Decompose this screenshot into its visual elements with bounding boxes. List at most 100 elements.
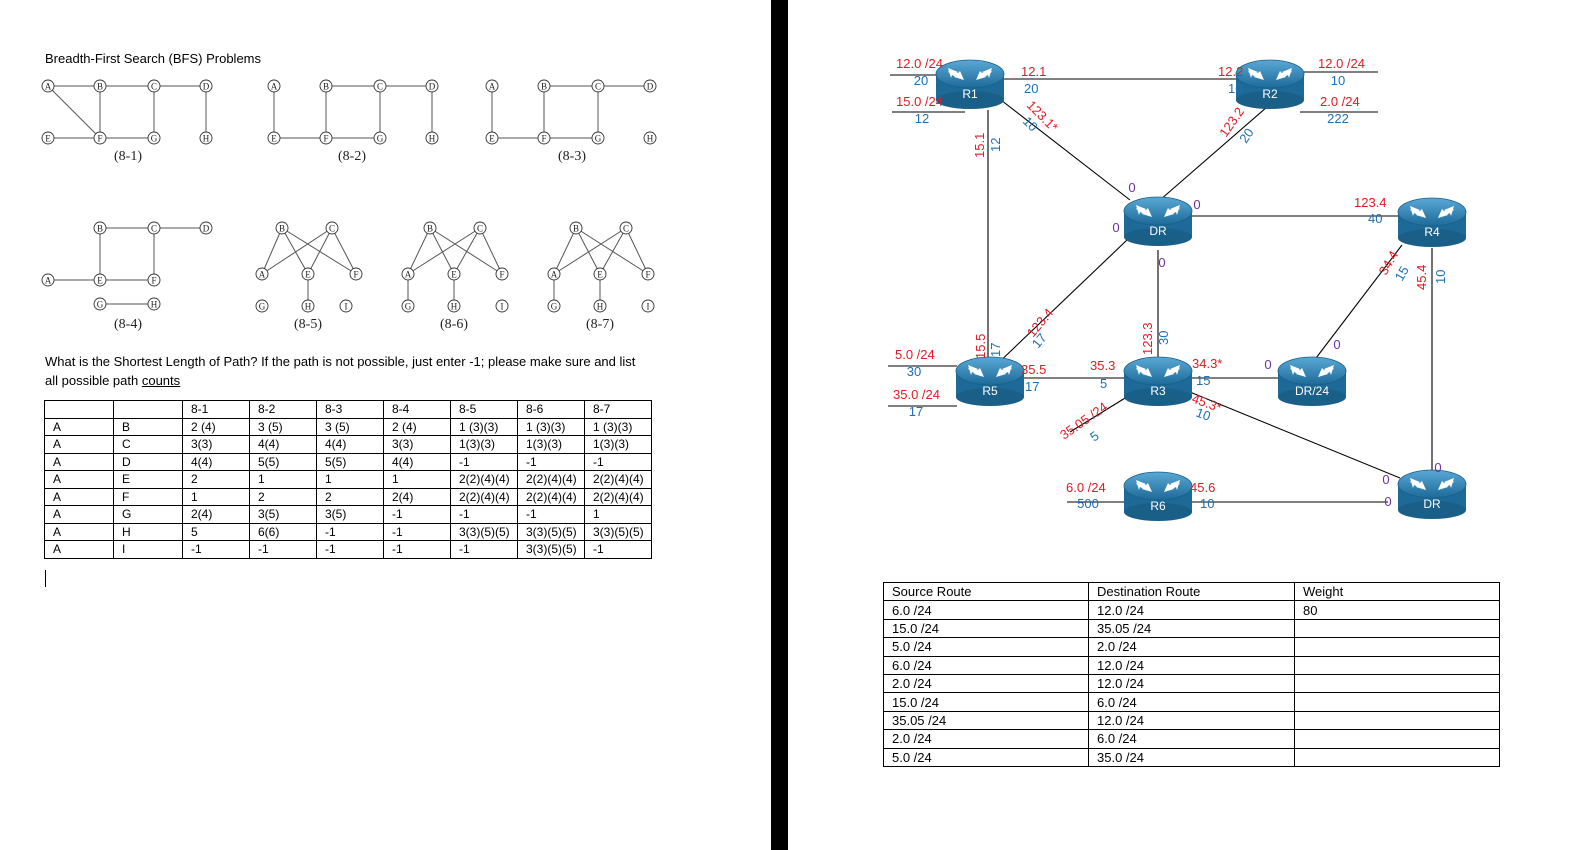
table-cell[interactable]: 5(5)	[316, 452, 384, 471]
header-cell[interactable]: 8-1	[182, 400, 250, 419]
table-cell[interactable]: 2(4)	[383, 487, 451, 506]
table-cell[interactable]: 1(3)(3)	[584, 435, 652, 454]
table-cell[interactable]: -1	[584, 540, 652, 559]
header-cell[interactable]: 8-7	[584, 400, 652, 419]
router-dr-center[interactable]: DR	[1123, 196, 1193, 246]
table-cell[interactable]: 2	[316, 487, 384, 506]
table-cell[interactable]: -1	[450, 452, 518, 471]
table-cell[interactable]: 4(4)	[182, 452, 250, 471]
table-cell[interactable]: 1	[383, 470, 451, 489]
table-cell[interactable]: 2(2)(4)(4)	[450, 487, 518, 506]
table-cell[interactable]: 3(3)	[182, 435, 250, 454]
table-cell[interactable]: -1	[584, 452, 652, 471]
table-cell[interactable]: 6(6)	[249, 522, 317, 541]
header-cell[interactable]: 8-6	[517, 400, 585, 419]
route-header-cell[interactable]: Source Route	[883, 581, 1089, 602]
router-r2[interactable]: R2	[1235, 59, 1305, 109]
table-cell[interactable]: 3(3)(5)(5)	[584, 522, 652, 541]
table-cell[interactable]: I	[113, 540, 183, 559]
table-cell[interactable]: 1	[182, 487, 250, 506]
table-cell[interactable]: 2(2)(4)(4)	[584, 470, 652, 489]
table-cell[interactable]: 3 (5)	[316, 417, 384, 436]
table-cell[interactable]: A	[44, 470, 114, 489]
table-cell[interactable]: 3 (5)	[249, 417, 317, 436]
route-cell[interactable]	[1294, 692, 1500, 712]
route-cell[interactable]: 12.0 /24	[1088, 655, 1295, 675]
route-cell[interactable]: 6.0 /24	[883, 655, 1089, 675]
route-cell[interactable]: 2.0 /24	[883, 673, 1089, 694]
table-cell[interactable]: B	[113, 417, 183, 436]
table-cell[interactable]: 3(3)(5)(5)	[450, 522, 518, 541]
route-cell[interactable]: 15.0 /24	[883, 618, 1089, 639]
route-cell[interactable]: 6.0 /24	[1088, 729, 1295, 749]
table-cell[interactable]: H	[113, 522, 183, 541]
table-cell[interactable]: -1	[517, 452, 585, 471]
table-cell[interactable]: E	[113, 470, 183, 489]
table-cell[interactable]: 1 (3)(3)	[584, 417, 652, 436]
table-cell[interactable]: 3(3)	[383, 435, 451, 454]
table-cell[interactable]: 1	[249, 470, 317, 489]
route-cell[interactable]	[1294, 618, 1500, 639]
table-cell[interactable]: 2(2)(4)(4)	[517, 487, 585, 506]
route-header-cell[interactable]: Weight	[1294, 581, 1500, 602]
table-cell[interactable]: -1	[316, 540, 384, 559]
table-cell[interactable]: 1	[316, 470, 384, 489]
header-cell[interactable]	[113, 400, 183, 419]
route-cell[interactable]	[1294, 637, 1500, 657]
table-cell[interactable]: 2 (4)	[383, 417, 451, 436]
table-cell[interactable]: 2 (4)	[182, 417, 250, 436]
table-cell[interactable]: -1	[182, 540, 250, 559]
table-cell[interactable]: F	[113, 487, 183, 506]
route-cell[interactable]: 12.0 /24	[1088, 600, 1295, 620]
table-cell[interactable]: -1	[383, 540, 451, 559]
route-cell[interactable]	[1294, 673, 1500, 694]
table-cell[interactable]: 4(4)	[249, 435, 317, 454]
table-cell[interactable]: -1	[450, 540, 518, 559]
route-cell[interactable]: 5.0 /24	[883, 637, 1089, 657]
route-cell[interactable]	[1294, 747, 1500, 767]
header-cell[interactable]: 8-3	[316, 400, 384, 419]
table-cell[interactable]: -1	[383, 522, 451, 541]
router-r5[interactable]: R5	[955, 356, 1025, 406]
route-cell[interactable]	[1294, 655, 1500, 675]
table-cell[interactable]: 2(2)(4)(4)	[584, 487, 652, 506]
table-cell[interactable]: A	[44, 522, 114, 541]
table-cell[interactable]: 3(3)(5)(5)	[517, 522, 585, 541]
route-cell[interactable]: 5.0 /24	[883, 747, 1089, 767]
route-cell[interactable]	[1294, 729, 1500, 749]
table-cell[interactable]: 1 (3)(3)	[450, 417, 518, 436]
table-cell[interactable]: -1	[517, 505, 585, 524]
header-cell[interactable]: 8-4	[383, 400, 451, 419]
route-cell[interactable]: 35.0 /24	[1088, 747, 1295, 767]
table-cell[interactable]: A	[44, 435, 114, 454]
table-cell[interactable]: 2	[182, 470, 250, 489]
route-cell[interactable]: 35.05 /24	[883, 710, 1089, 731]
table-cell[interactable]: A	[44, 540, 114, 559]
route-cell[interactable]: 12.0 /24	[1088, 673, 1295, 694]
table-cell[interactable]: 3(5)	[316, 505, 384, 524]
table-cell[interactable]: 1(3)(3)	[450, 435, 518, 454]
table-cell[interactable]: 5(5)	[249, 452, 317, 471]
router-r4[interactable]: R4	[1397, 197, 1467, 247]
table-cell[interactable]: -1	[316, 522, 384, 541]
table-cell[interactable]: 4(4)	[316, 435, 384, 454]
table-cell[interactable]: 2(4)	[182, 505, 250, 524]
table-cell[interactable]: 2	[249, 487, 317, 506]
table-cell[interactable]: -1	[450, 505, 518, 524]
table-cell[interactable]: 2(2)(4)(4)	[450, 470, 518, 489]
table-cell[interactable]: 5	[182, 522, 250, 541]
route-cell[interactable]: 80	[1294, 600, 1500, 620]
counts-link[interactable]: counts	[141, 373, 181, 388]
table-cell[interactable]: -1	[249, 540, 317, 559]
header-cell[interactable]: 8-2	[249, 400, 317, 419]
table-cell[interactable]: 1(3)(3)	[517, 435, 585, 454]
route-cell[interactable]: 6.0 /24	[883, 600, 1089, 620]
header-cell[interactable]	[44, 400, 114, 419]
router-dr24[interactable]: DR/24	[1277, 356, 1347, 406]
router-r6[interactable]: R6	[1123, 471, 1193, 521]
table-cell[interactable]: 1	[584, 505, 652, 524]
router-r3[interactable]: R3	[1123, 356, 1193, 406]
route-cell[interactable]: 6.0 /24	[1088, 692, 1295, 712]
table-cell[interactable]: 3(5)	[249, 505, 317, 524]
route-cell[interactable]: 12.0 /24	[1088, 710, 1295, 731]
